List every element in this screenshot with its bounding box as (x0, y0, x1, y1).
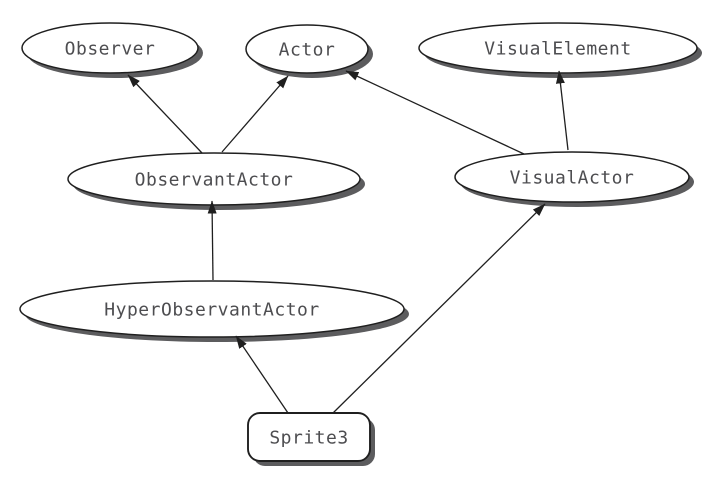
edge-hyper-observant-actor-to-observant-actor (207, 200, 217, 281)
node-hyper-observant-actor: HyperObservantActor (19, 280, 409, 342)
node-shape-ellipse (245, 24, 369, 74)
node-label-visual-actor: VisualActor (510, 168, 635, 189)
node-visual-element: VisualElement (418, 22, 702, 78)
node-shape-ellipse (21, 22, 199, 74)
node-label-sprite3: Sprite3 (269, 428, 348, 449)
edge-visual-actor-to-visual-element (555, 70, 569, 151)
node-label-observant-actor: ObservantActor (135, 170, 294, 191)
node-label-hyper-observant-actor: HyperObservantActor (104, 300, 319, 321)
edge-observant-actor-to-observer (127, 74, 203, 154)
node-label-actor: Actor (279, 40, 336, 61)
edge-sprite3-to-hyper-observant-actor (235, 335, 289, 414)
node-sprite3: Sprite3 (247, 412, 375, 466)
node-visual-actor: VisualActor (454, 151, 694, 207)
edge-visual-actor-to-actor (345, 70, 525, 155)
node-shape-ellipse (19, 280, 405, 338)
edge-observant-actor-to-actor (221, 75, 289, 153)
edge-sprite3-to-visual-actor (332, 203, 546, 414)
node-label-observer: Observer (65, 39, 156, 60)
node-observant-actor: ObservantActor (67, 152, 365, 210)
node-shape-rect (247, 412, 371, 462)
node-actor: Actor (245, 24, 373, 78)
node-shape-ellipse (454, 151, 690, 203)
node-observer: Observer (21, 22, 203, 78)
node-label-visual-element: VisualElement (484, 39, 631, 60)
